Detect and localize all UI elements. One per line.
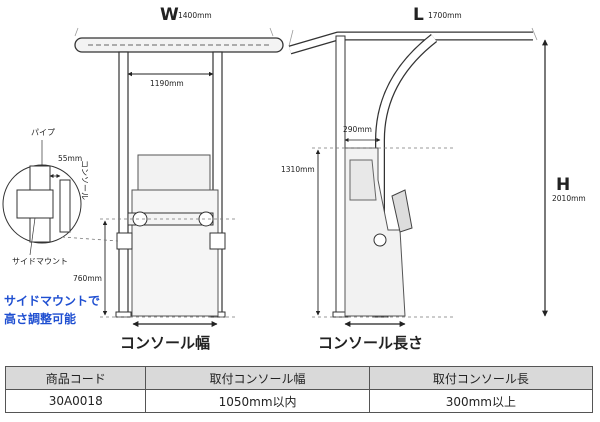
mount-height-side: 1310mm	[281, 165, 315, 174]
console-label-vertical: コンソール	[80, 160, 89, 200]
inner-span-label: 1190mm	[150, 79, 184, 88]
length-symbol: L	[413, 5, 424, 25]
cell-console-width: 1050mm以内	[145, 389, 370, 413]
pipe-label: パイプ	[31, 128, 55, 137]
side-mount-detail: パイプ 55mm コンソール サイドマウント サイドマウントで 高さ調整可能	[2, 128, 119, 326]
cell-console-length: 300mm以上	[368, 389, 594, 413]
spec-header-row: 商品コード 取付コンソール幅 取付コンソール長	[4, 366, 594, 390]
mount-height-front: 760mm	[73, 274, 102, 283]
height-value: 2010mm	[552, 194, 586, 203]
header-console-width: 取付コンソール幅	[145, 366, 370, 390]
console-width-caption: コンソール幅	[120, 334, 210, 352]
console-length-caption: コンソール長さ	[318, 334, 423, 352]
height-adjust-note-1: サイドマウントで	[4, 294, 100, 308]
height-adjust-note-2: 高さ調整可能	[4, 311, 76, 326]
width-symbol: W	[160, 5, 179, 25]
length-value: 1700mm	[428, 11, 462, 20]
header-product-code: 商品コード	[4, 366, 147, 390]
table-row: 30A0018 1050mm以内 300mm以上	[4, 389, 594, 413]
spec-table: 商品コード 取付コンソール幅 取付コンソール長 30A0018 1050mm以内…	[4, 366, 594, 413]
front-view: W 1400mm 1190mm 760mm コンソール幅	[73, 5, 284, 352]
side-mount-label: サイドマウント	[12, 257, 68, 266]
gap-value: 55mm	[58, 154, 82, 163]
height-symbol: H	[556, 175, 570, 195]
dimension-drawing: W 1400mm 1190mm 760mm コンソール幅	[2, 5, 586, 352]
left-leg	[118, 51, 129, 317]
cell-product-code: 30A0018	[4, 389, 147, 413]
side-mount-clamp	[373, 233, 387, 247]
console-front	[137, 154, 211, 196]
header-console-length: 取付コンソール長	[368, 366, 594, 390]
offset-value: 290mm	[343, 125, 372, 134]
side-view: L 1700mm 290mm 1310mm H 2010mm コンソール長さ	[281, 5, 586, 352]
width-value: 1400mm	[178, 11, 212, 20]
